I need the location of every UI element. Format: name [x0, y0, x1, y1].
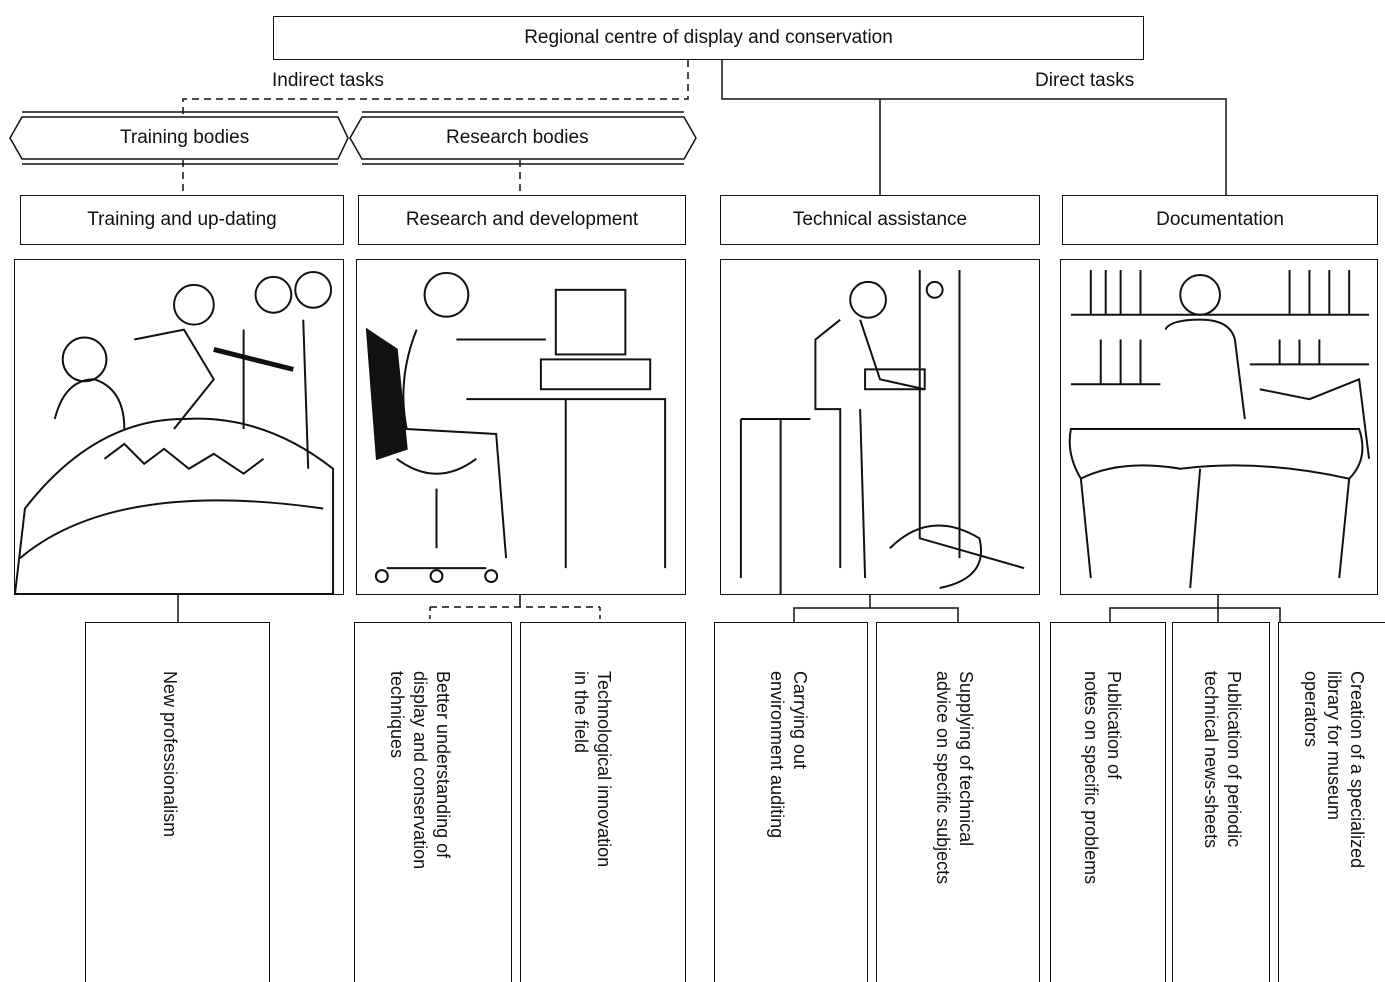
outcome-library-text: Creation of a specialized library for mu…: [1301, 671, 1367, 869]
outcome-better-understanding-text: Better understanding of display and cons…: [387, 671, 453, 870]
training-bodies-label: Training bodies: [120, 127, 250, 148]
research-illustration: [356, 259, 686, 595]
outcome-env-auditing-text: Carrying out environment auditing: [767, 671, 810, 839]
outcome-new-professionalism-text: New professionalism: [160, 671, 180, 838]
documentation-function-label: Documentation: [1156, 209, 1284, 230]
research-function-label: Research and development: [405, 209, 639, 230]
outcome-library: Creation of a specialized library for mu…: [1278, 622, 1385, 982]
direct-tasks-label: Direct tasks: [1035, 70, 1135, 91]
outcome-news-sheets: Publication of periodic technical news-s…: [1172, 622, 1270, 982]
outcome-news-sheets-text: Publication of periodic technical news-s…: [1201, 671, 1244, 849]
outcome-tech-advice-text: Supplying of technical advice on specifi…: [933, 671, 976, 885]
technical-function-box: Technical assistance: [720, 195, 1040, 245]
indirect-tasks-label: Indirect tasks: [272, 70, 384, 91]
research-bodies-label: Research bodies: [446, 127, 589, 148]
outcome-tech-advice: Supplying of technical advice on specifi…: [876, 622, 1040, 982]
outcome-env-auditing: Carrying out environment auditing: [714, 622, 868, 982]
regional-centre-box: Regional centre of display and conservat…: [273, 16, 1144, 60]
technical-illustration: [720, 259, 1040, 595]
training-function-box: Training and up-dating: [20, 195, 344, 245]
documentation-illustration: [1060, 259, 1378, 595]
research-function-box: Research and development: [358, 195, 686, 245]
training-illustration: [14, 259, 344, 595]
outcome-better-understanding: Better understanding of display and cons…: [354, 622, 512, 982]
outcome-notes-publication: Publication of notes on specific problem…: [1050, 622, 1166, 982]
regional-centre-title: Regional centre of display and conservat…: [524, 27, 893, 48]
outcome-notes-publication-text: Publication of notes on specific problem…: [1081, 671, 1124, 885]
documentation-function-box: Documentation: [1062, 195, 1378, 245]
training-function-label: Training and up-dating: [87, 209, 277, 230]
outcome-tech-innovation: Technological innovation in the field: [520, 622, 686, 982]
outcome-tech-innovation-text: Technological innovation in the field: [571, 671, 614, 868]
outcome-new-professionalism: New professionalism: [85, 622, 270, 982]
technical-function-label: Technical assistance: [792, 209, 968, 230]
